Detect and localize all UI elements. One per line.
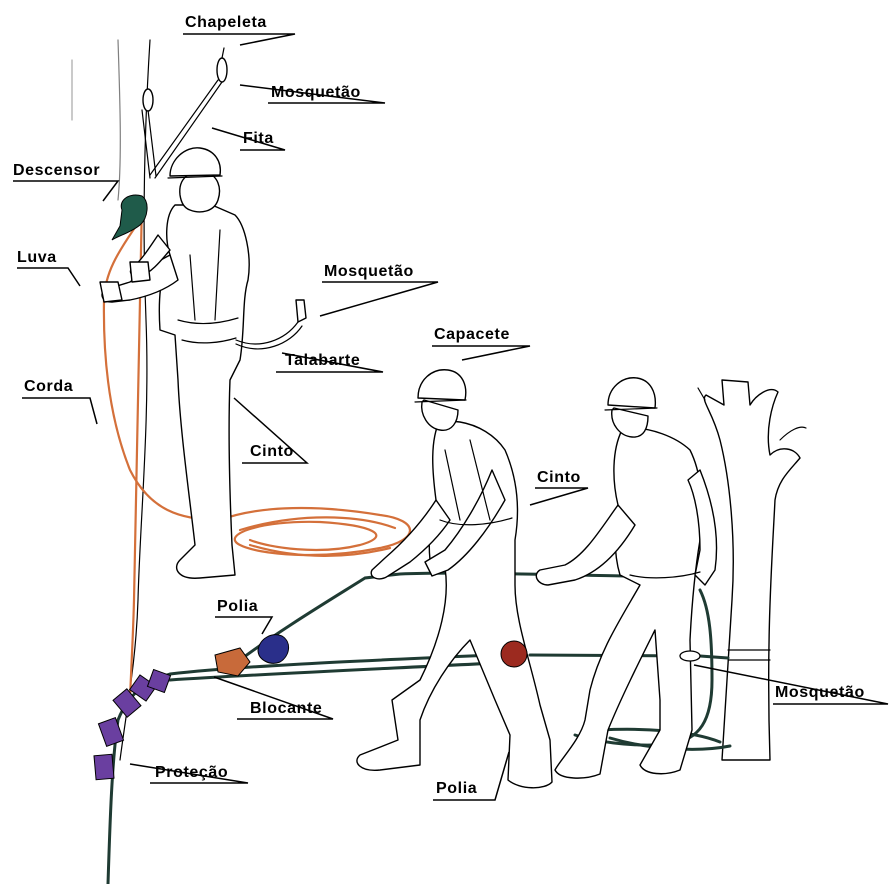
- top-carabiner-icon: [217, 58, 227, 82]
- right-carabiner-icon: [680, 651, 700, 661]
- label-polia-top: Polia: [217, 598, 258, 616]
- label-mosquetao-top: Mosquetão: [271, 84, 361, 102]
- lanyard: [236, 300, 306, 349]
- label-descensor: Descensor: [13, 162, 100, 180]
- label-cinto-left: Cinto: [250, 443, 294, 461]
- label-mosquetao-mid: Mosquetão: [324, 263, 414, 281]
- carabiner-icon: [143, 89, 153, 111]
- blocante-device-icon: [215, 648, 250, 676]
- label-cinto-right: Cinto: [537, 469, 581, 487]
- label-protecao: Proteção: [155, 764, 228, 782]
- ground-worker-1: [357, 370, 552, 788]
- ground-worker-2: [536, 378, 716, 778]
- label-luva: Luva: [17, 249, 57, 267]
- label-fita: Fita: [243, 130, 274, 148]
- label-corda: Corda: [24, 378, 73, 396]
- label-polia-bottom: Polia: [436, 780, 477, 798]
- label-capacete: Capacete: [434, 326, 510, 344]
- label-mosquetao-right: Mosquetão: [775, 684, 865, 702]
- label-blocante: Blocante: [250, 700, 322, 718]
- polia-top-icon: [258, 635, 289, 663]
- label-chapeleta: Chapeleta: [185, 14, 267, 32]
- label-talabarte: Talabarte: [285, 352, 360, 370]
- polia-bottom-icon: [501, 641, 527, 667]
